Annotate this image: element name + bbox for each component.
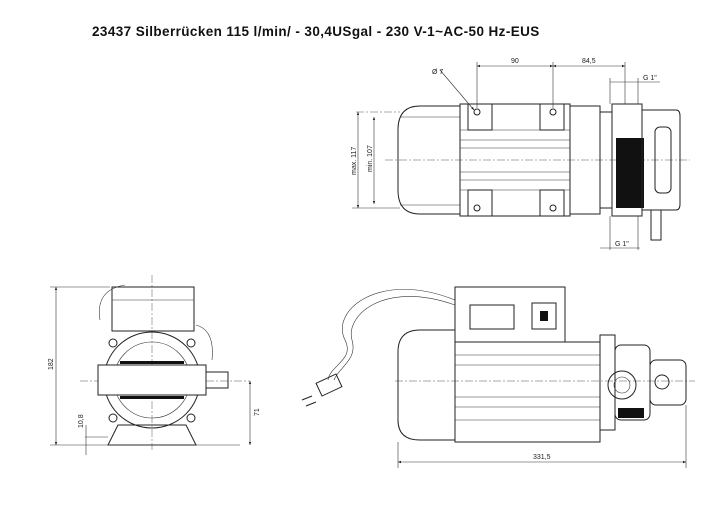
dim-foot-spacing: 90: [511, 58, 519, 65]
drawing-title: 23437 Silberrücken 115 l/min/ - 30,4USga…: [92, 24, 540, 39]
dim-length: 331,5: [533, 454, 551, 461]
dim-port-bottom: G 1": [615, 241, 629, 248]
dim-shaft-height: 71: [254, 408, 261, 416]
front-view: 182 10,8 71: [48, 275, 261, 455]
dim-height: 182: [48, 358, 55, 370]
dim-hole-diameter: Ø 7: [432, 69, 443, 76]
dim-port-top: G 1": [643, 75, 657, 82]
dim-foot-to-port: 84,5: [582, 58, 596, 65]
dim-foot-height: 10,8: [78, 414, 85, 428]
top-view: 90 84,5 G 1" G 1" Ø 7 max. 117 min. 107: [351, 58, 690, 250]
dim-width-max: max. 117: [351, 147, 358, 175]
dim-width-min: min. 107: [367, 145, 374, 172]
side-view: 331,5: [301, 286, 695, 468]
